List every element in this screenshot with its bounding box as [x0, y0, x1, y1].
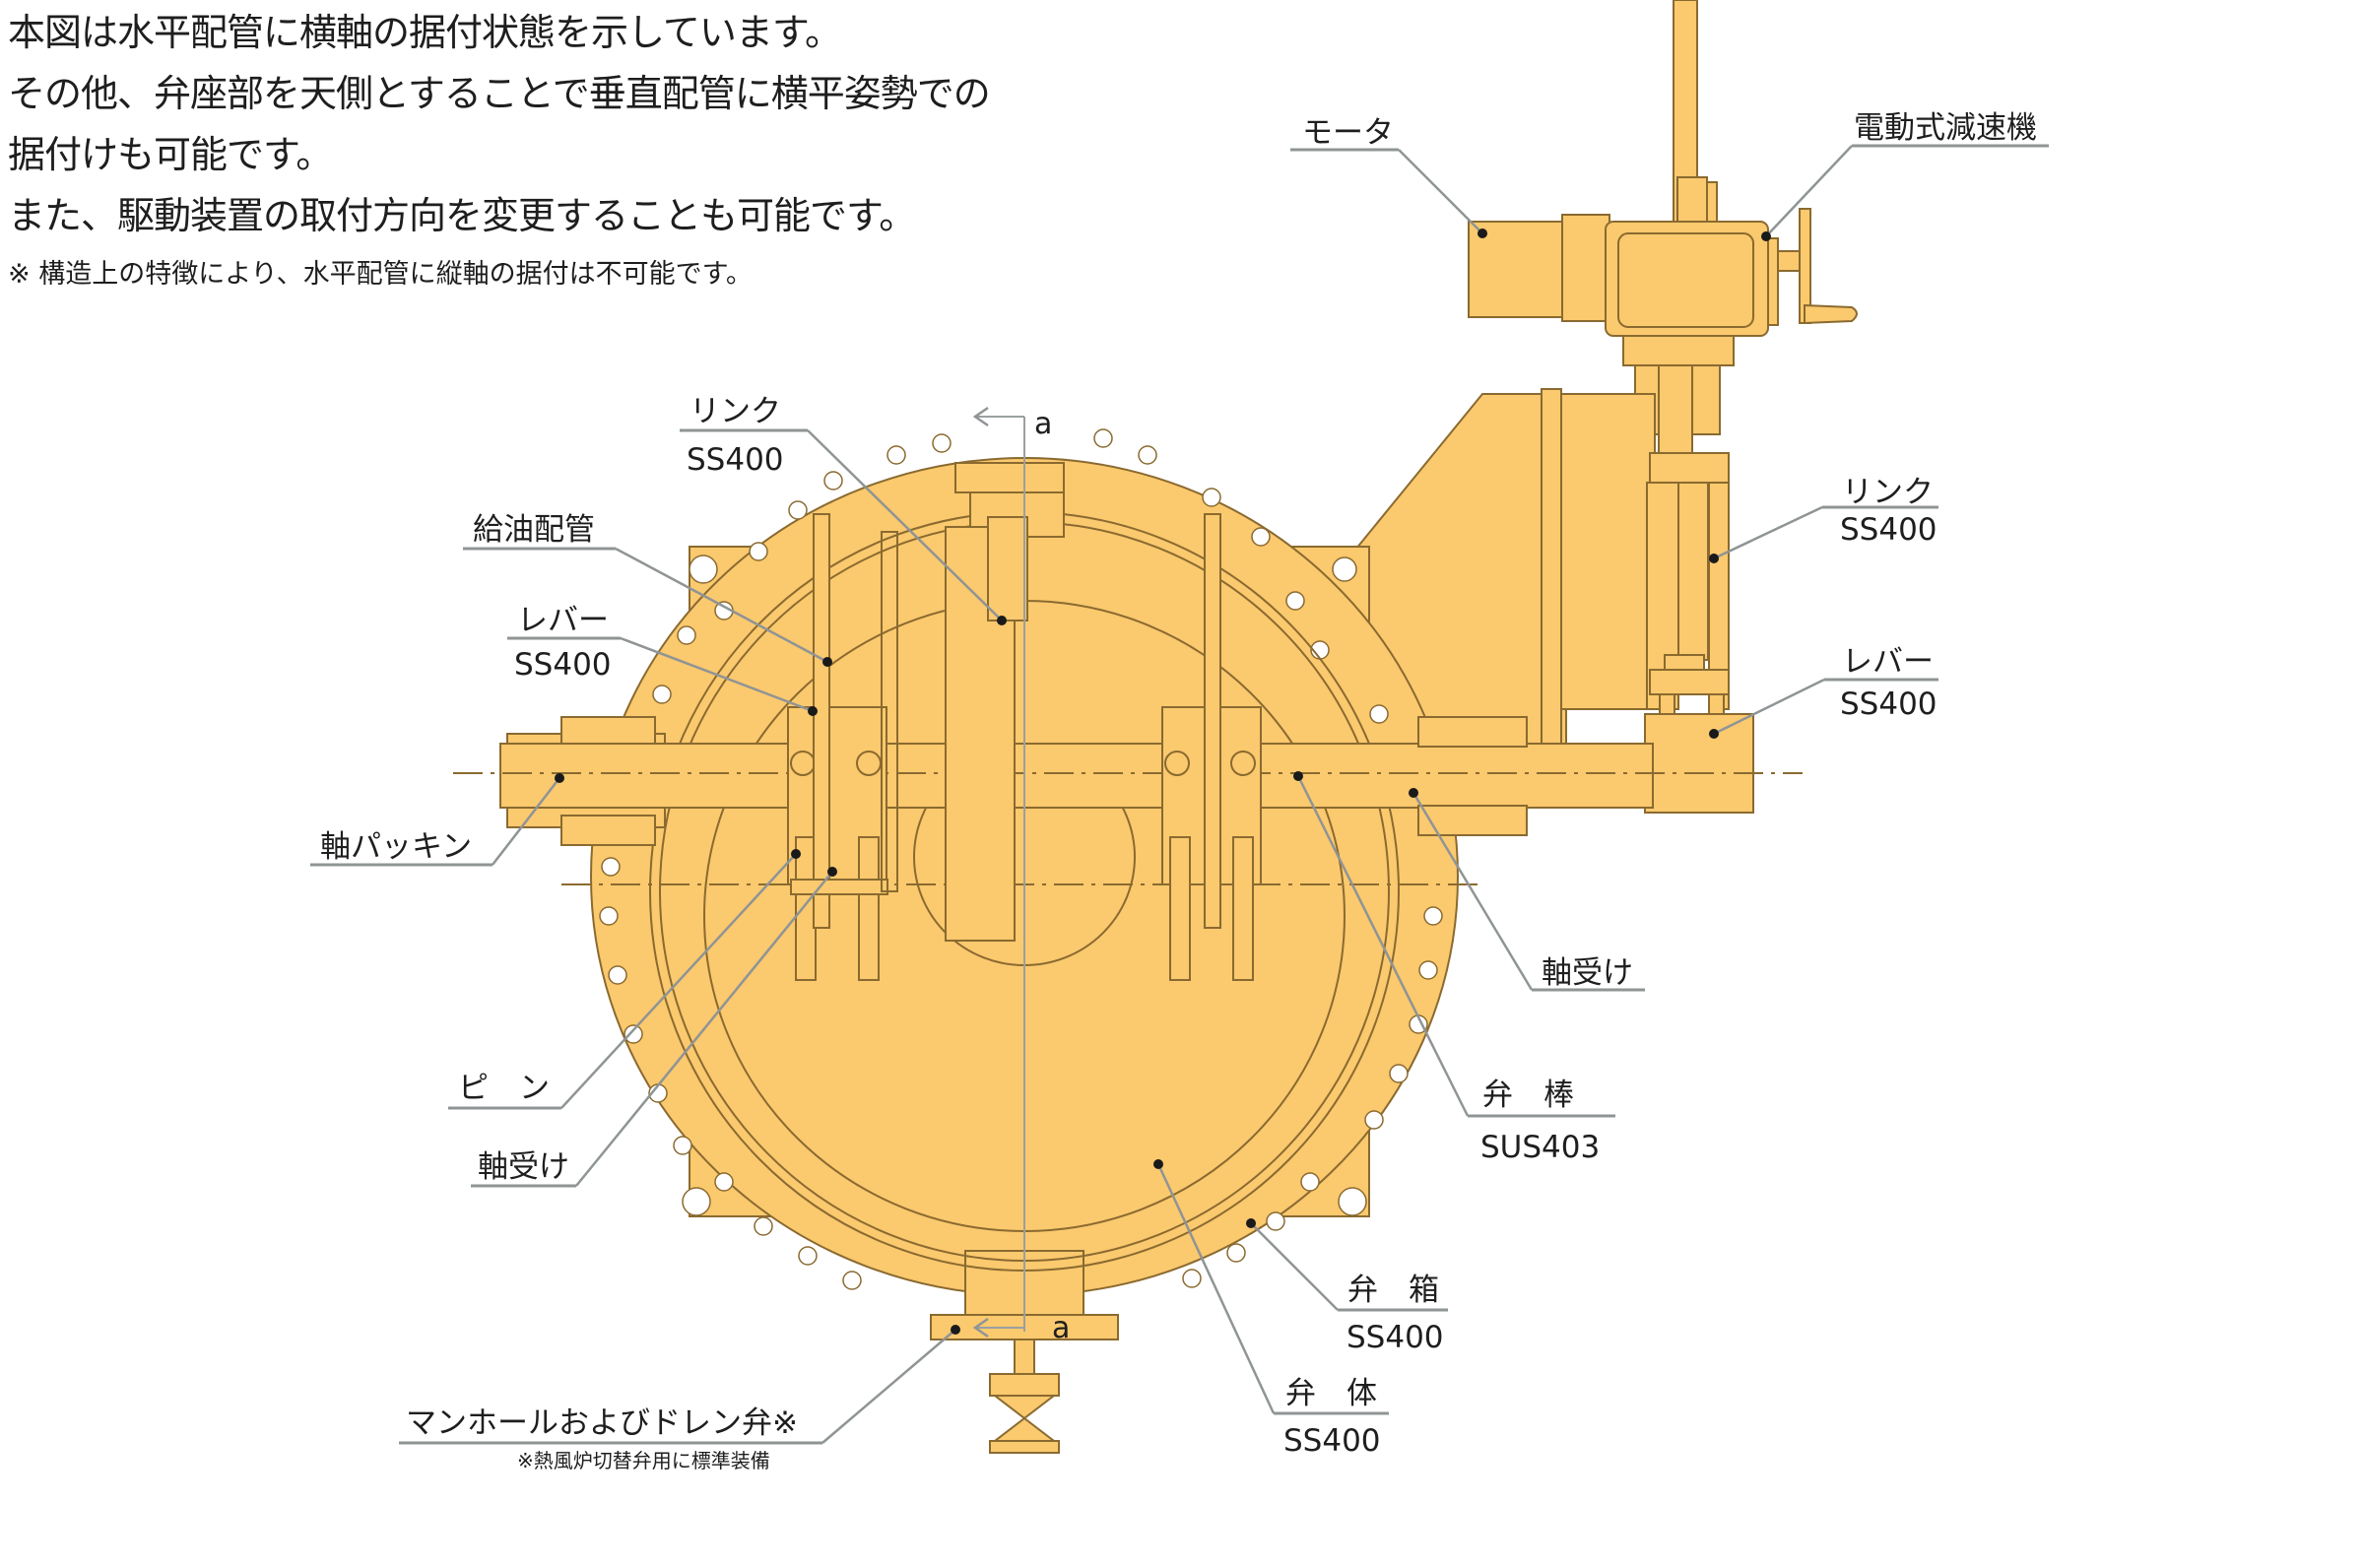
label-motor: モータ: [1302, 115, 1394, 151]
label-manhole-footnote: ※熱風炉切替弁用に標準装備: [517, 1449, 770, 1472]
label-lever-right-material: SS400: [1840, 686, 1937, 722]
callout-link-right: リンク SS400: [1709, 475, 1938, 563]
label-valve-body: 弁 体: [1285, 1376, 1377, 1411]
main-shaft: [453, 716, 1803, 885]
intro-line-3: 据付けも可能です。: [8, 133, 333, 176]
label-valve-box-material: SS400: [1346, 1320, 1444, 1355]
callout-valve-box: 弁 箱 SS400: [1246, 1218, 1448, 1355]
callout-motor: モータ: [1290, 115, 1487, 238]
section-marker-bottom: a: [1052, 1311, 1070, 1345]
intro-text: 本図は水平配管に横軸の据付状態を示しています。 その他、弁座部を天側とすることで…: [8, 2, 1190, 299]
label-oil-pipe: 給油配管: [473, 512, 595, 548]
label-link-top-material: SS400: [687, 442, 784, 478]
section-marker-top: a: [1034, 407, 1052, 441]
label-lever-left: レバー: [517, 603, 609, 638]
label-pin: ピ ン: [458, 1071, 550, 1106]
label-bearing-left: 軸受け: [478, 1149, 569, 1185]
label-lever-right: レバー: [1842, 644, 1934, 680]
intro-line-4: また、駆動装置の取付方向を変更することも可能です。: [8, 194, 916, 237]
label-lever-left-material: SS400: [514, 647, 612, 683]
intro-line-1: 本図は水平配管に横軸の据付状態を示しています。: [8, 11, 842, 54]
intro-line-2: その他、弁座部を天側とすることで垂直配管に横平姿勢での: [8, 72, 991, 115]
motor: [1468, 221, 1573, 318]
label-valve-stem-material: SUS403: [1480, 1130, 1600, 1165]
callout-link-top: リンク SS400: [680, 394, 1007, 625]
callout-valve-body: 弁 体 SS400: [1153, 1159, 1389, 1459]
callout-lever-right: レバー SS400: [1709, 644, 1938, 739]
callout-oil-pipe: 給油配管: [463, 512, 832, 667]
bolt-holes: [599, 428, 1443, 1290]
lever-block-right: [1644, 713, 1754, 814]
label-bearing-right: 軸受け: [1542, 955, 1633, 991]
internal-linkage: [787, 513, 1262, 981]
label-link-right-material: SS400: [1840, 512, 1937, 548]
callout-valve-stem: 弁 棒 SUS403: [1293, 771, 1615, 1165]
label-valve-body-material: SS400: [1283, 1423, 1381, 1459]
callout-shaft-packing: 軸パッキン: [310, 773, 564, 867]
callout-manhole: マンホールおよびドレン弁※ ※熱風炉切替弁用に標準装備: [399, 1325, 960, 1472]
intro-note: ※ 構造上の特徴により、水平配管に縦軸の据付は不可能です。: [8, 259, 753, 290]
label-link-top: リンク: [690, 394, 781, 429]
callout-pin: ピ ン: [448, 849, 801, 1110]
callout-bearing-right: 軸受け: [1409, 788, 1645, 992]
label-shaft-packing: 軸パッキン: [320, 829, 472, 865]
reducer: [1605, 221, 1769, 337]
callout-bearing-left: 軸受け: [471, 867, 837, 1188]
callout-reducer: 電動式減速機: [1761, 110, 2049, 241]
callout-lever-left: レバー SS400: [507, 603, 818, 716]
label-reducer: 電動式減速機: [1854, 110, 2037, 146]
label-valve-box: 弁 箱: [1347, 1273, 1439, 1308]
label-valve-stem: 弁 棒: [1482, 1078, 1574, 1113]
label-link-right: リンク: [1842, 475, 1934, 510]
section-line-a: a a: [972, 406, 1070, 1345]
label-manhole: マンホールおよびドレン弁※: [406, 1405, 798, 1441]
